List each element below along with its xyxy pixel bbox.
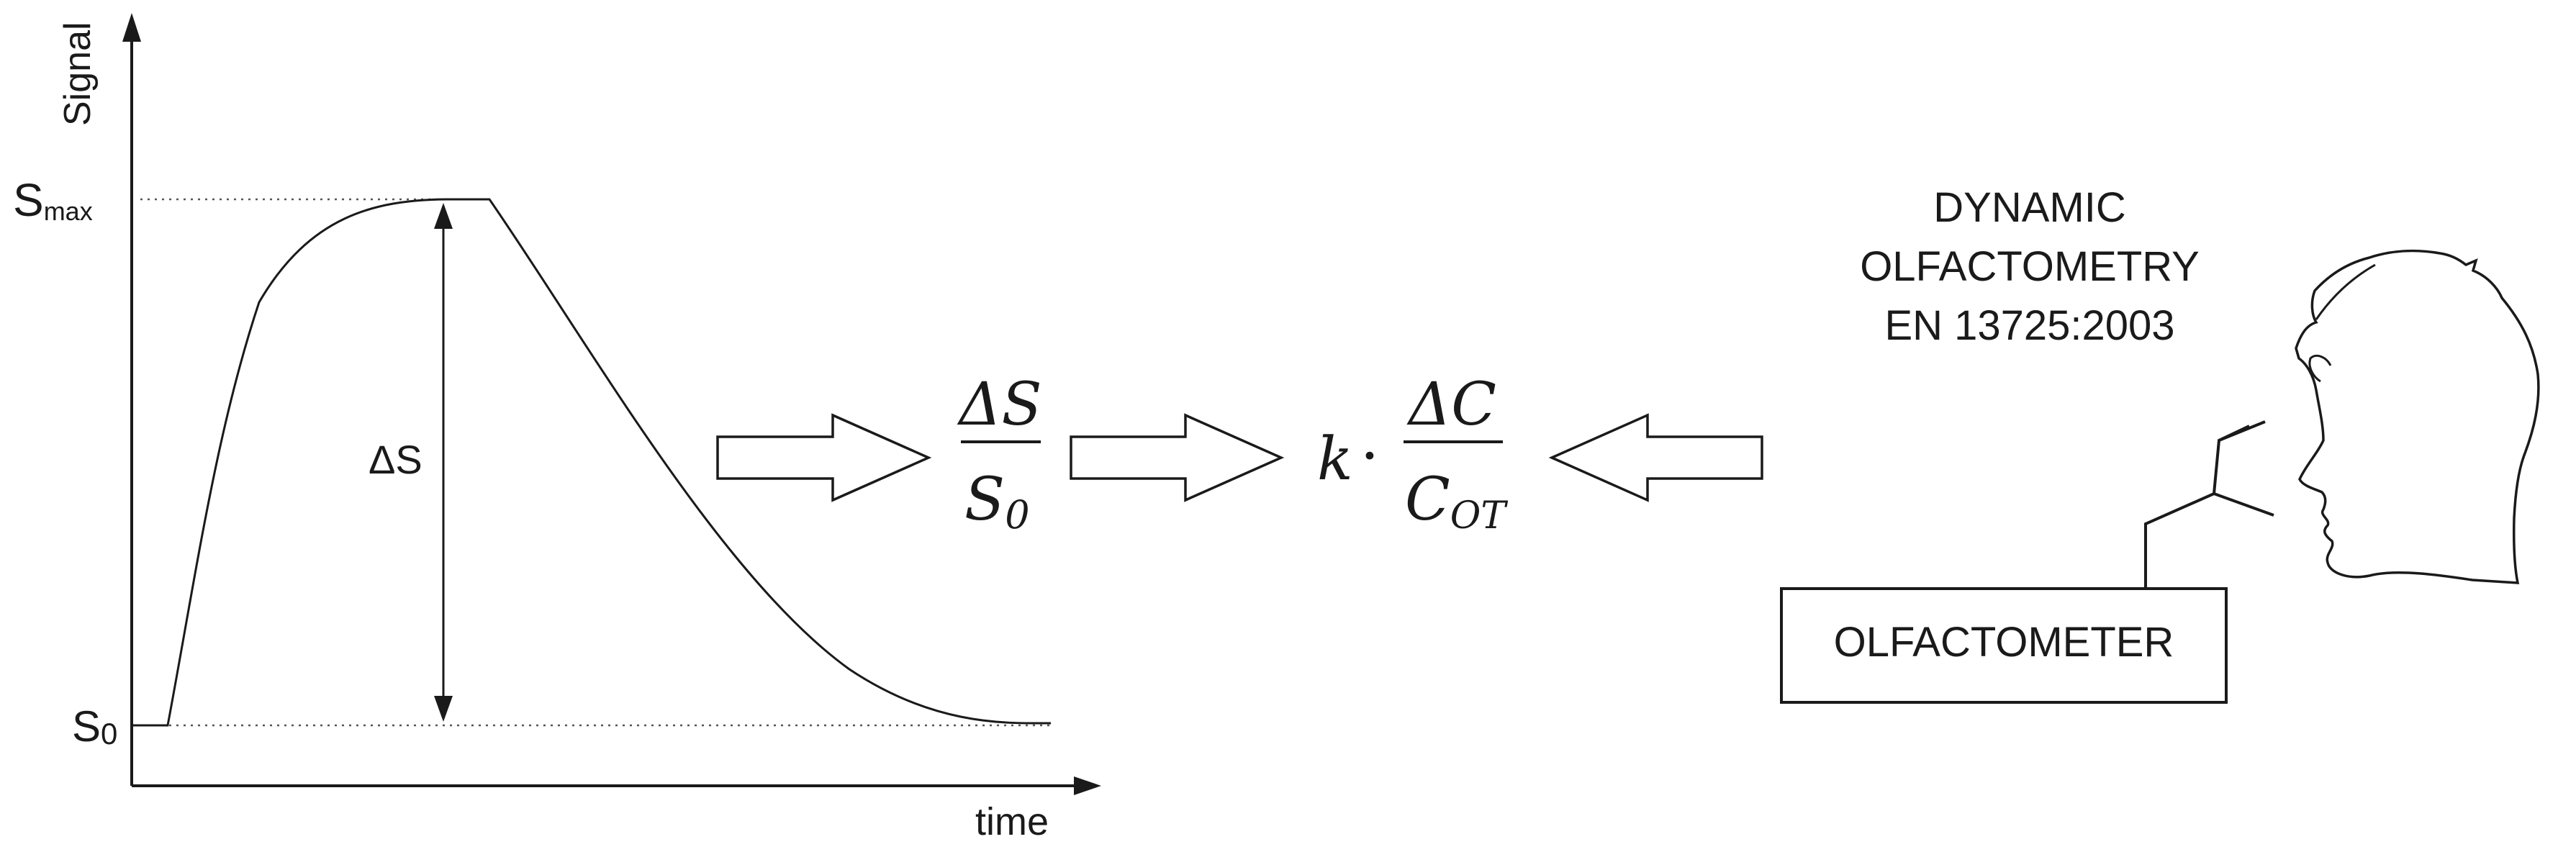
- olfactometry-title-line3: EN 13725:2003: [1884, 302, 2174, 349]
- olfactometer-box: [1780, 587, 2228, 704]
- formula-right-k: k: [1317, 425, 1353, 494]
- block-arrow-2: [1070, 413, 1285, 502]
- formula-left-denominator: S0: [964, 466, 1030, 538]
- formula-left-numerator: ΔS: [957, 371, 1041, 439]
- delta-s-arrowhead-bottom: [434, 696, 453, 722]
- signal-curve: [132, 198, 1052, 727]
- ear-icon: [2308, 354, 2332, 383]
- formula-right-denominator: COT: [1405, 466, 1508, 538]
- y-axis-arrowhead: [122, 13, 141, 42]
- sniffing-tube: [2144, 420, 2274, 589]
- signal-graph: Signal time Smax S0 ΔS: [13, 13, 1101, 843]
- head-profile-icon: [2295, 249, 2540, 584]
- formula-relative-signal: ΔS S0: [957, 371, 1041, 538]
- block-arrow-3: [1548, 413, 1763, 502]
- olfactometry-title-line1: DYNAMIC: [1933, 184, 2125, 231]
- s-max-label: Smax: [13, 174, 93, 226]
- olfactometer-label: OLFACTOMETER: [1834, 619, 2174, 666]
- x-axis-arrowhead: [1074, 776, 1101, 795]
- olfactometry-title-line2: OLFACTOMETRY: [1860, 243, 2200, 290]
- delta-s-arrowhead-top: [434, 203, 453, 229]
- formula-right-numerator: ΔC: [1406, 371, 1496, 439]
- y-axis-label: Signal: [57, 22, 99, 126]
- block-arrow-1: [716, 413, 932, 502]
- olfactometry-section: DYNAMIC OLFACTOMETRY EN 13725:2003 OLFAC…: [1780, 184, 2540, 704]
- formula-concentration: k · ΔC COT: [1317, 371, 1508, 538]
- delta-s-label: ΔS: [369, 437, 422, 482]
- x-axis-label: time: [975, 800, 1049, 843]
- s0-label: S0: [72, 702, 117, 751]
- hair-line-icon: [2315, 263, 2376, 320]
- formula-right-dot: ·: [1360, 422, 1379, 491]
